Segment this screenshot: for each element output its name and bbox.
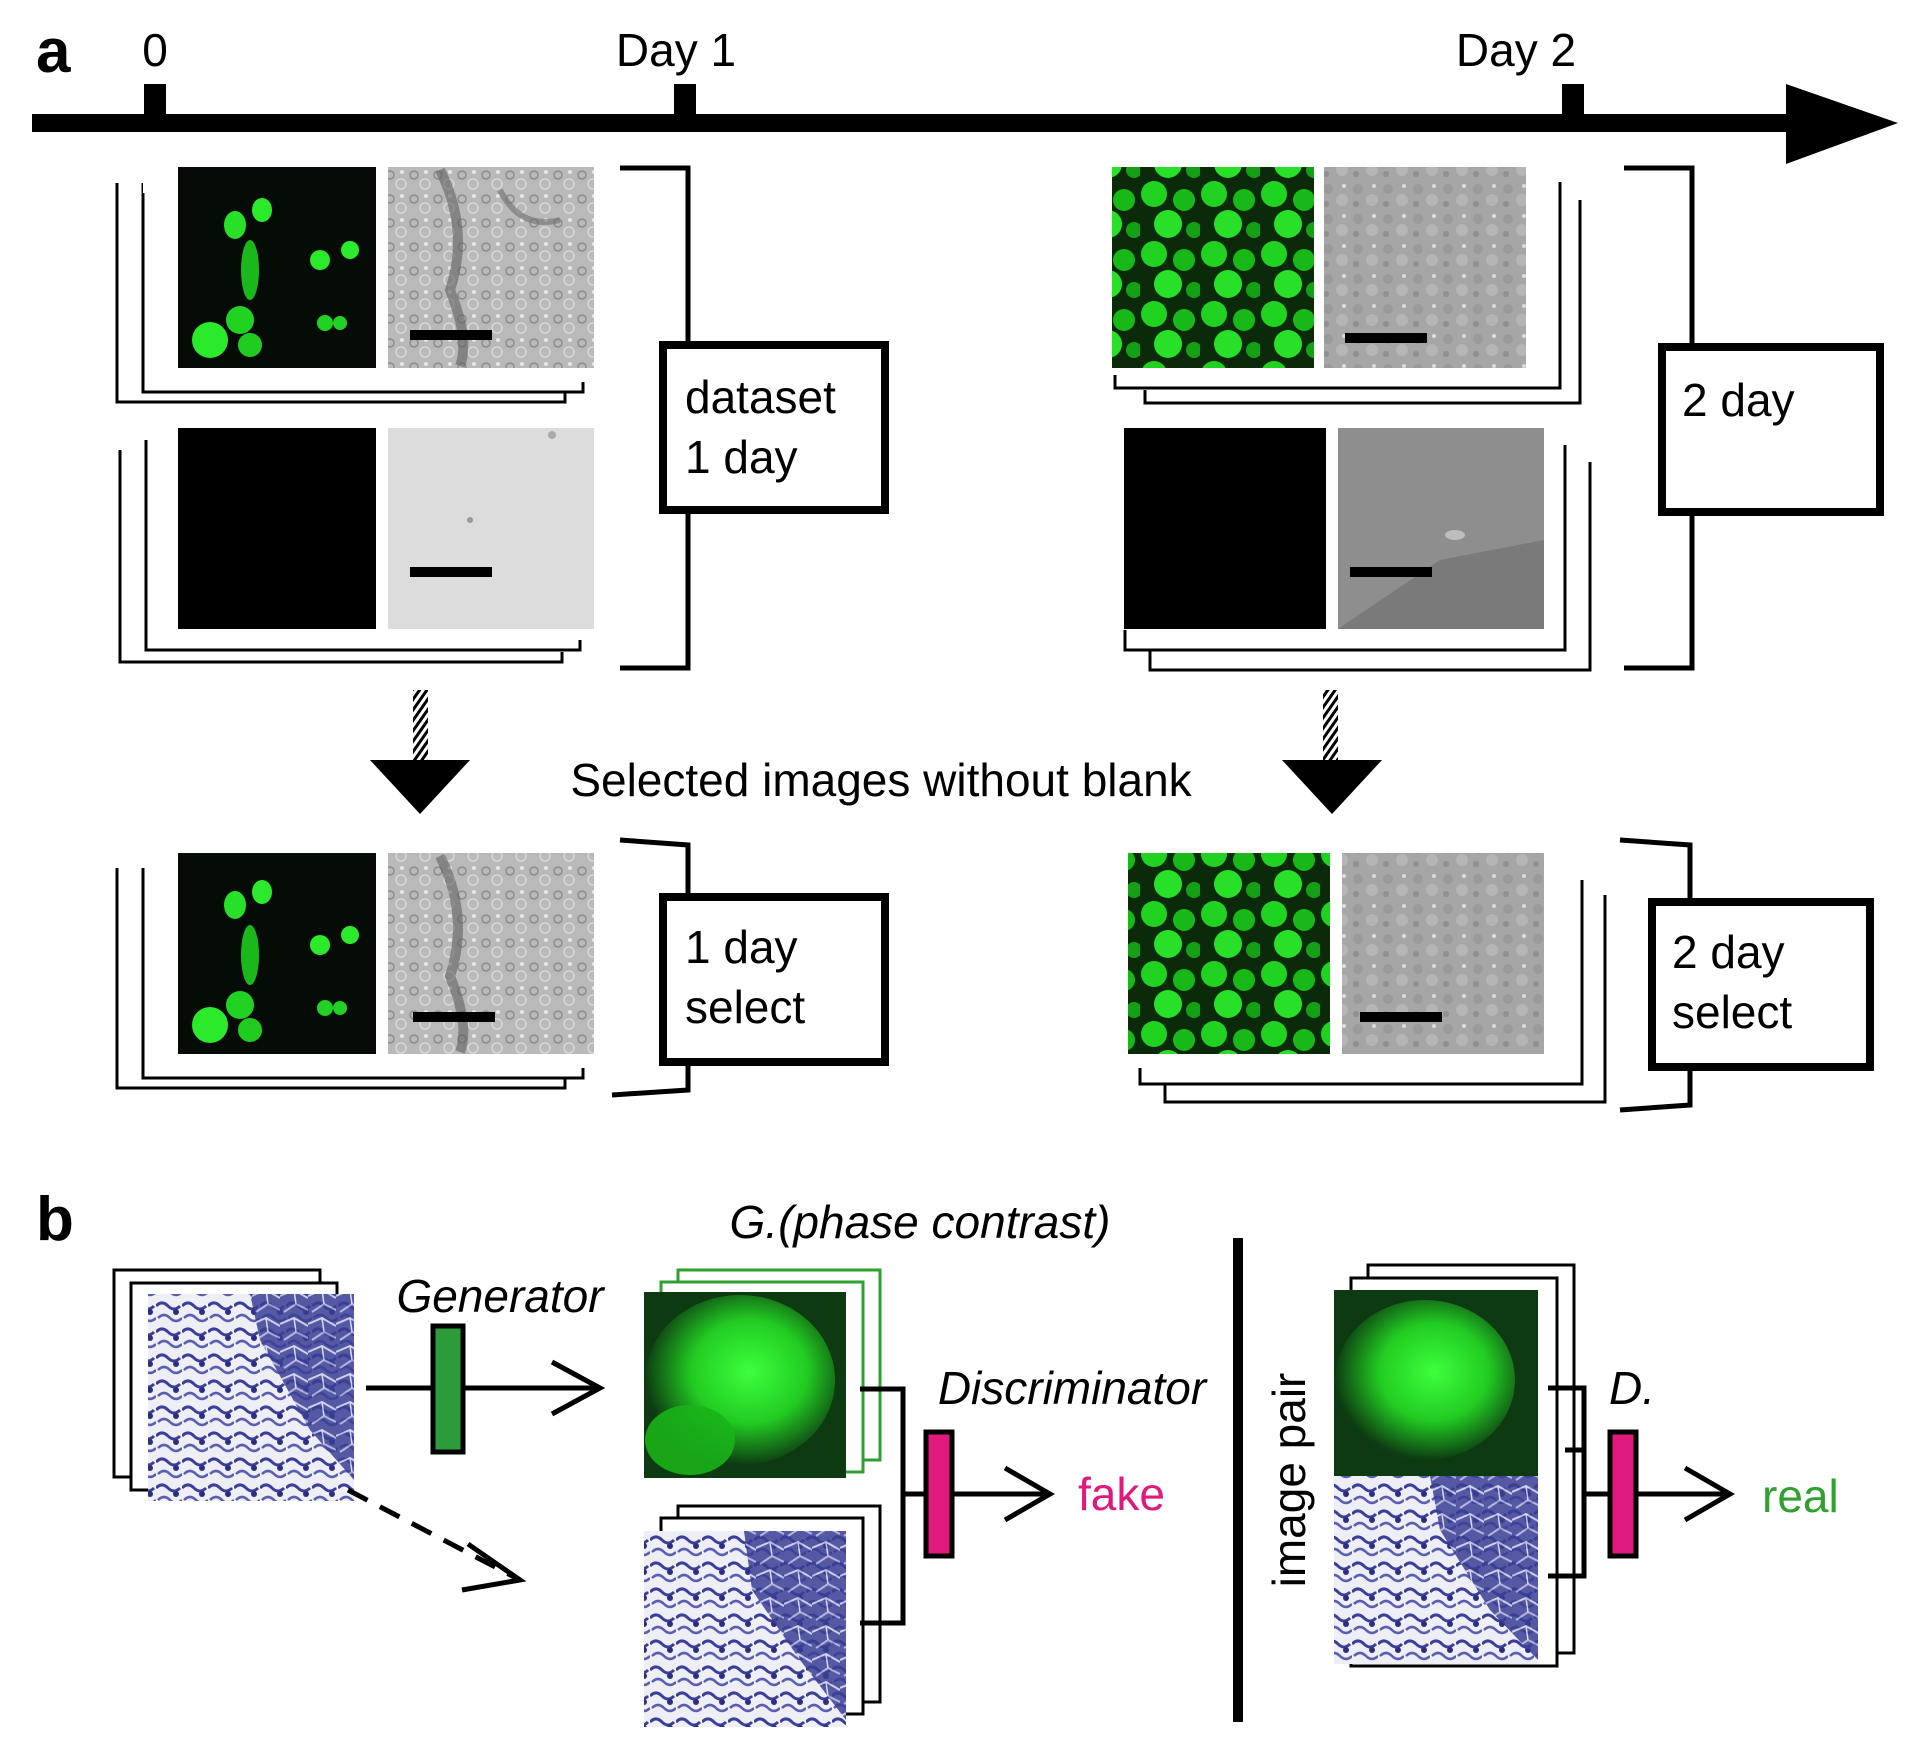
- arrowhead-right: [1282, 760, 1382, 814]
- day1-positive-stack: [115, 167, 594, 404]
- real-pair: image pair: [1263, 1263, 1576, 1668]
- 2day-box-label: 2 day: [1682, 374, 1795, 426]
- generator-block: [430, 1323, 466, 1455]
- phase-contrast-image: [1342, 853, 1544, 1054]
- hatched-shaft-left: [413, 690, 428, 760]
- day2-positive-stack: [1112, 167, 1582, 405]
- scale-bar: [1360, 1012, 1442, 1022]
- tick-label-day1: Day 1: [616, 24, 736, 76]
- day2-blank-stack: [1123, 428, 1592, 672]
- day2-select-stack: [1128, 853, 1607, 1104]
- scale-bar: [1350, 567, 1432, 577]
- scale-bar: [1345, 333, 1427, 343]
- day1-bracket: dataset 1 day: [620, 165, 889, 671]
- fake-label: fake: [1078, 1468, 1165, 1520]
- tick-day1: [674, 84, 696, 116]
- generated-title: G.(phase contrast): [730, 1196, 1111, 1248]
- panel-b-label: b: [36, 1185, 74, 1254]
- scale-bar: [410, 567, 492, 577]
- input-phase-stack: [112, 1268, 354, 1501]
- day2-bracket: 2 day: [1624, 165, 1884, 671]
- selection-arrows: Selected images without blank: [370, 690, 1382, 814]
- scale-bar: [413, 1012, 495, 1022]
- generator: Generator: [346, 1270, 606, 1593]
- hatched-shaft-right: [1323, 690, 1338, 760]
- timeline-arrowhead: [1786, 84, 1898, 164]
- 2day-select-box: [1648, 898, 1874, 1071]
- real-label: real: [1762, 1470, 1839, 1522]
- phase-blank-image: [388, 428, 594, 629]
- discriminator-label: Discriminator: [938, 1362, 1208, 1414]
- fluorescence-blank-image: [1124, 428, 1326, 629]
- 2day-select-line2: select: [1672, 986, 1792, 1038]
- discriminator-block: [1607, 1429, 1639, 1559]
- arrowhead-left: [370, 760, 470, 814]
- fluorescence-blank-image: [178, 428, 376, 629]
- 1day-select-line1: 1 day: [685, 921, 798, 973]
- generator-label: Generator: [396, 1270, 605, 1322]
- panel-divider: [1233, 1238, 1243, 1722]
- dataset-1day-box: [659, 341, 889, 514]
- image-pair-label: image pair: [1263, 1373, 1315, 1588]
- tick-label-day2: Day 2: [1456, 24, 1576, 76]
- fluorescence-image: [1128, 853, 1330, 1054]
- selection-caption: Selected images without blank: [570, 754, 1192, 806]
- tick-day0: [144, 84, 166, 116]
- condition-phase-stack: [644, 1504, 882, 1727]
- 1day-select-box: [659, 893, 889, 1066]
- day1-blank-stack: [118, 428, 594, 664]
- d-label: D.: [1609, 1362, 1655, 1414]
- tick-day2: [1562, 84, 1584, 116]
- 1day-select-line2: select: [685, 981, 805, 1033]
- discriminator-real: D. real: [1548, 1362, 1839, 1579]
- tick-label-0: 0: [142, 24, 168, 76]
- day1-select-stack: [115, 853, 594, 1090]
- dataset-1day-line1: dataset: [685, 371, 836, 423]
- 2day-box: [1658, 343, 1884, 516]
- panel-a-label: a: [36, 17, 71, 86]
- phase-contrast-image: [388, 853, 594, 1054]
- day1-select-bracket: 1 day select: [611, 837, 889, 1098]
- dataset-1day-line2: 1 day: [685, 431, 798, 483]
- generated-stack: G.(phase contrast): [644, 1196, 1110, 1478]
- fluorescence-image: [1112, 167, 1314, 368]
- scale-bar: [410, 330, 492, 340]
- discriminator-fake: Discriminator fake: [860, 1362, 1208, 1626]
- discriminator-block: [923, 1429, 955, 1559]
- timeline: 0 Day 1 Day 2: [32, 24, 1898, 164]
- day2-select-bracket: 2 day select: [1619, 837, 1874, 1113]
- timeline-axis: [32, 114, 1792, 132]
- fluorescence-cells: [192, 198, 359, 358]
- 2day-select-line1: 2 day: [1672, 926, 1785, 978]
